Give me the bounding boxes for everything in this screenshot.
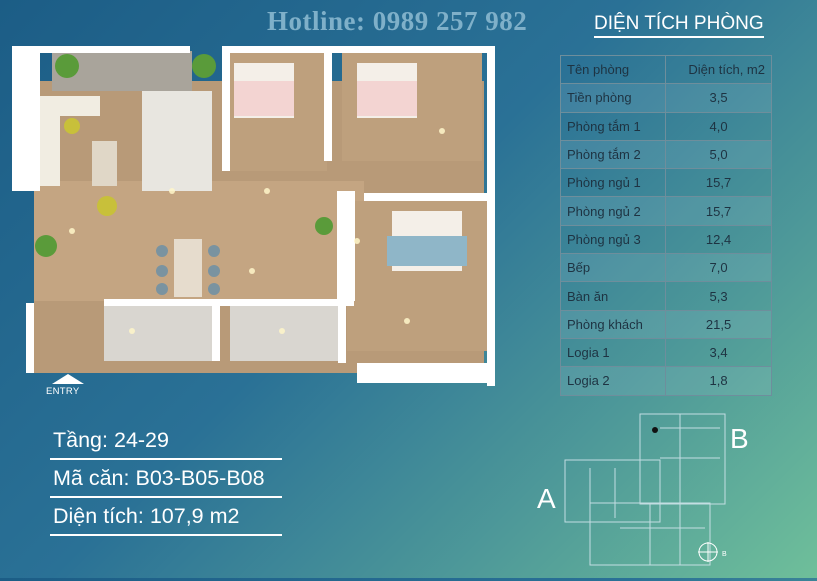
room-name: Logia 2: [559, 366, 667, 396]
hotline-text: Hotline: 0989 257 982: [267, 6, 528, 36]
floor-plan: [12, 41, 500, 389]
unit-value: B03-B05-B08: [135, 466, 265, 490]
divider: [50, 534, 282, 536]
compass-label: B: [722, 551, 727, 558]
room-area: 5,0: [665, 139, 772, 170]
floor-info: Tầng:24-29: [53, 428, 175, 453]
divider: [50, 496, 282, 498]
room-name: Tiền phòng: [559, 83, 667, 113]
room-area: 5,3: [665, 281, 772, 311]
area-value: 107,9 m2: [149, 504, 240, 528]
area-label: Diện tích:: [53, 504, 144, 528]
room-name: Logia 1: [559, 337, 667, 368]
unit-label: Mã căn:: [53, 466, 130, 490]
column-header-area: Diện tích, m2: [665, 54, 772, 85]
room-name: Phòng tắm 1: [559, 111, 667, 141]
room-name: Phòng ngủ 2: [559, 196, 667, 226]
key-plan: A B B: [530, 408, 785, 576]
room-name: Phòng khách: [559, 309, 667, 339]
room-name: Bếp: [559, 253, 667, 283]
room-name: Phòng ngủ 1: [559, 168, 667, 198]
room-area: 12,4: [665, 224, 772, 255]
room-area: 15,7: [665, 168, 772, 198]
floor-value: 24-29: [113, 428, 169, 452]
bathroom-1: [104, 306, 212, 361]
room-name: Phòng ngủ 3: [559, 224, 667, 255]
room-name: Phòng tắm 2: [559, 139, 667, 170]
entry-label: ENTRY: [46, 386, 80, 397]
column-header-room: Tên phòng: [559, 54, 667, 85]
room-area: 4,0: [665, 111, 772, 141]
room-area: 3,5: [665, 83, 772, 113]
section-title: DIỆN TÍCH PHÒNG: [594, 13, 764, 38]
room-name: Bàn ăn: [559, 281, 667, 311]
unit-info: Mã căn:B03-B05-B08: [53, 466, 271, 491]
bathroom-2: [230, 306, 338, 361]
room-area: 3,4: [665, 337, 772, 368]
table-header-row: Tên phòng Diện tích, m2: [559, 54, 772, 85]
room-area: 21,5: [665, 309, 772, 339]
room-area: 1,8: [665, 366, 772, 396]
room-area: 7,0: [665, 253, 772, 283]
room-area: 15,7: [665, 196, 772, 226]
kitchen-area: [142, 91, 212, 191]
area-info: Diện tích:107,9 m2: [53, 504, 245, 529]
key-label-a: A: [537, 483, 556, 514]
key-label-b: B: [730, 423, 749, 454]
floor-label: Tầng:: [53, 428, 108, 452]
divider: [50, 458, 282, 460]
